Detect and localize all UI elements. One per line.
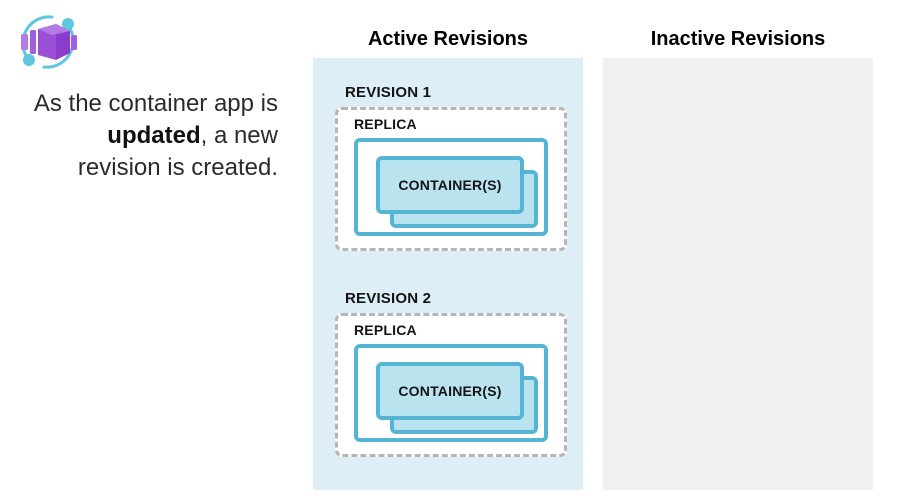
column-heading-active-revisions: Active Revisions (367, 28, 529, 50)
revision-2-label: REVISION 2 (345, 290, 432, 307)
revision-group-2: REVISION 2 REPLICA CONTAINER(S) (335, 290, 567, 457)
container-card-front: CONTAINER(S) (376, 156, 524, 214)
revision-1-replica-box: CONTAINER(S) (354, 138, 548, 236)
inactive-revisions-panel (603, 58, 873, 490)
revision-2-replica-box: CONTAINER(S) (354, 344, 548, 442)
caption-after: , a new revision is created. (77, 122, 278, 181)
active-revisions-panel: REVISION 1 REPLICA CONTAINER(S) REVISION… (313, 58, 583, 490)
revision-1-replica-label: REPLICA (354, 116, 417, 132)
azure-container-apps-logo (14, 11, 82, 73)
revision-1-container-stack: CONTAINER(S) (376, 156, 538, 228)
column-heading-inactive-revisions: Inactive Revisions (650, 28, 826, 50)
container-card-front: CONTAINER(S) (376, 362, 524, 420)
caption-emphasis: updated (107, 122, 201, 149)
revision-2-replica-label: REPLICA (354, 322, 417, 338)
revision-1-label: REVISION 1 (345, 84, 432, 101)
caption-text: As the container app is updated, a new r… (18, 88, 278, 184)
revision-2-container-label: CONTAINER(S) (398, 383, 502, 399)
revision-2-boundary: REPLICA CONTAINER(S) (335, 313, 567, 457)
revision-1-container-label: CONTAINER(S) (398, 177, 502, 193)
caption-before: As the container app is (33, 90, 278, 117)
revision-group-1: REVISION 1 REPLICA CONTAINER(S) (335, 84, 567, 251)
revision-2-container-stack: CONTAINER(S) (376, 362, 538, 434)
revision-1-boundary: REPLICA CONTAINER(S) (335, 107, 567, 251)
